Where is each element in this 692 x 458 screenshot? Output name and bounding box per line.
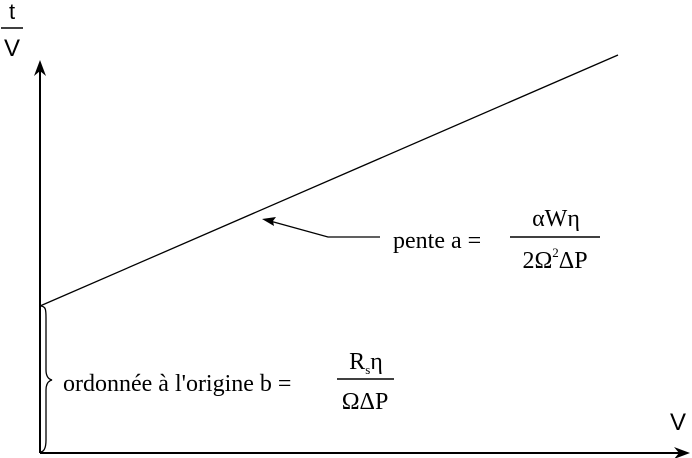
slope-pointer-line	[269, 220, 380, 238]
slope-numerator: αWη	[532, 206, 580, 232]
intercept-numerator: Rsη	[349, 349, 383, 377]
slope-pointer-arrow-icon	[262, 217, 276, 226]
y-axis-arrow-icon	[34, 60, 46, 76]
slope-denominator-suffix: ΔP	[559, 248, 588, 274]
intercept-label: ordonnée à l'origine b =	[63, 371, 291, 397]
intercept-numerator-suffix: η	[370, 349, 383, 375]
x-axis-arrow-icon	[674, 447, 690, 458]
intercept-numerator-subscript: s	[365, 362, 370, 377]
slope-label: pente a =	[393, 228, 481, 254]
intercept-denominator: ΩΔP	[342, 389, 389, 415]
regression-line	[39, 54, 619, 307]
intercept-numerator-base: R	[349, 349, 365, 375]
intercept-brace	[39, 305, 53, 453]
y-axis-label-numerator: t	[9, 0, 15, 24]
slope-denominator-exponent: 2	[552, 245, 559, 260]
slope-denominator: 2Ω2ΔP	[522, 245, 587, 274]
slope-denominator-prefix: 2Ω	[522, 248, 552, 274]
y-axis-label-denominator: V	[4, 35, 20, 62]
x-axis-label: V	[670, 409, 686, 436]
